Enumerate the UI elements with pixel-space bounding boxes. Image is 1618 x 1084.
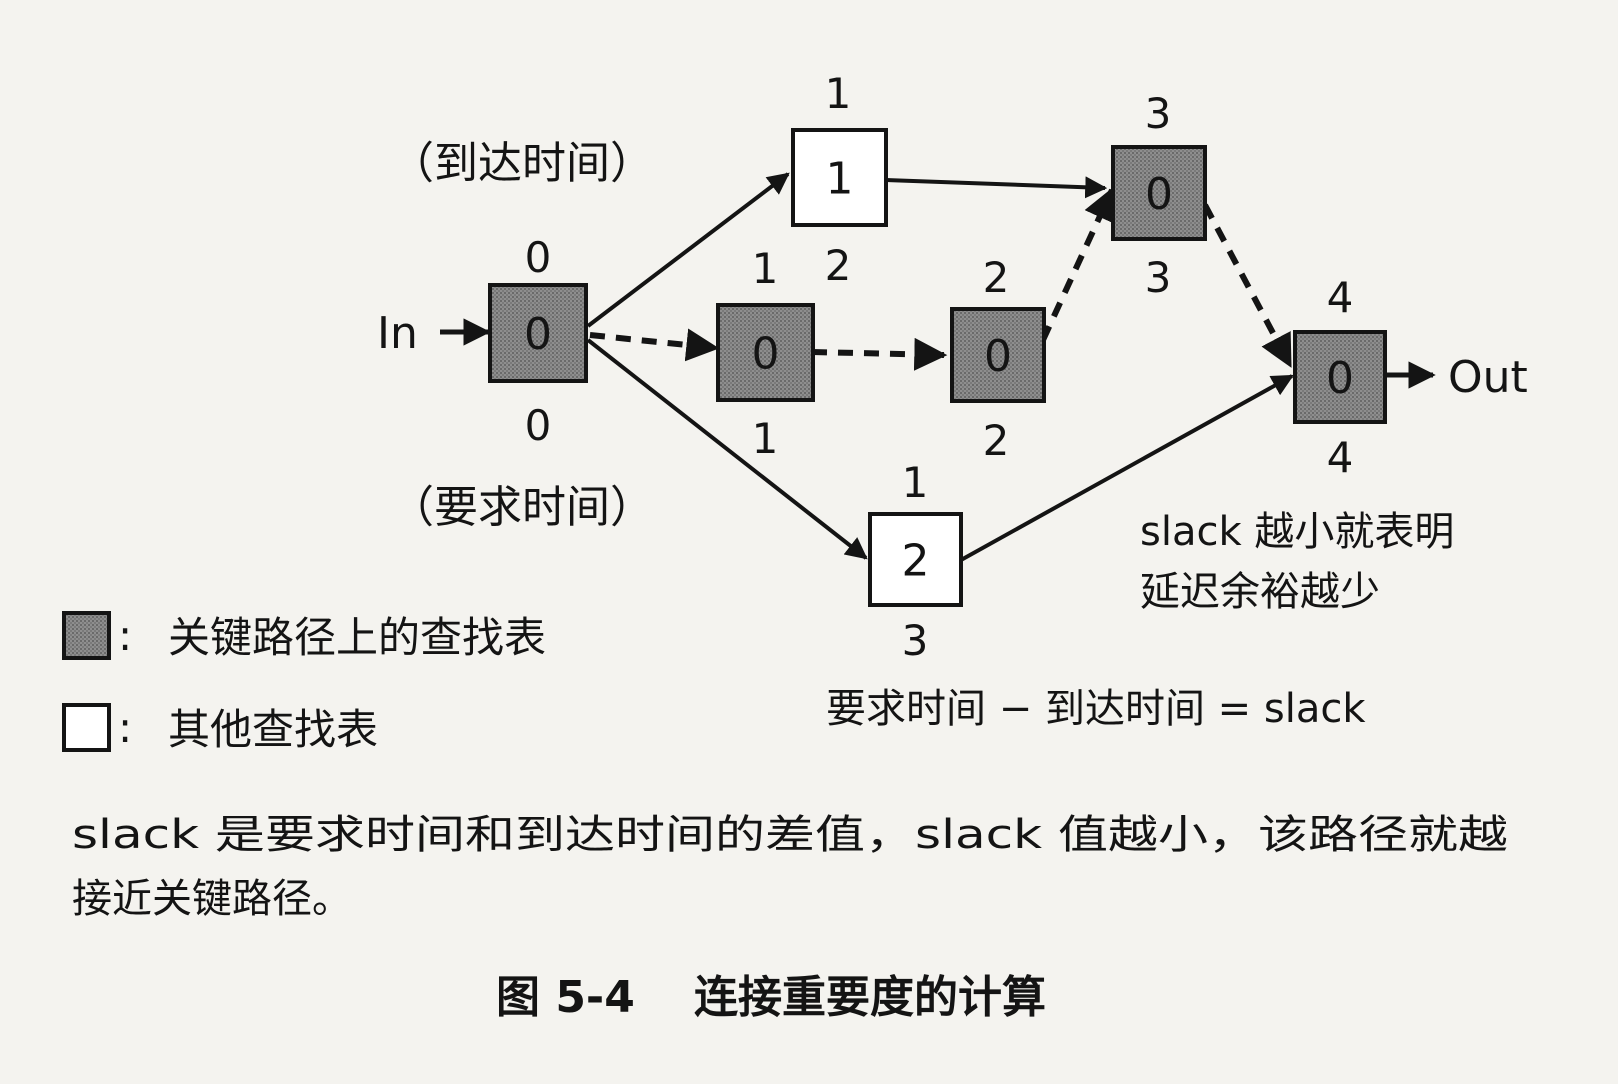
node-required-time: 1	[752, 414, 779, 463]
caption-number: 图 5-4	[496, 972, 635, 1023]
node-required-time: 3	[902, 616, 929, 665]
lut-node	[791, 128, 888, 227]
slack-note-line2: 延迟余裕越少	[1140, 569, 1380, 615]
edge-n0-n2	[589, 328, 720, 362]
arrival-time-label: （到达时间）	[390, 138, 654, 189]
node-required-time: 2	[825, 241, 852, 290]
node-arrival-time: 1	[752, 244, 779, 293]
slack-formula: 要求时间 − 到达时间 = slack	[826, 686, 1366, 732]
critical-lut-node	[1293, 330, 1387, 424]
node-slack-value: 1	[826, 154, 854, 205]
edge-n0-n1	[586, 172, 790, 328]
critical-lut-node	[1111, 145, 1207, 241]
node-arrival-time: 1	[902, 458, 929, 507]
node-slack-value: 0	[752, 329, 780, 380]
legend-other-swatch	[62, 703, 111, 752]
node-slack-value: 0	[524, 309, 552, 360]
required-time-label: （要求时间）	[390, 482, 654, 533]
node-required-time: 0	[525, 401, 552, 450]
legend-critical-sep: :	[118, 611, 132, 660]
critical-lut-node	[950, 307, 1046, 403]
edge-n1-n5	[884, 176, 1108, 199]
node-required-time: 4	[1327, 433, 1354, 482]
edge-n3-n5	[1040, 187, 1115, 342]
legend: : 关键路径上的查找表 : 其他查找表	[62, 611, 546, 754]
edge-n4-n6	[960, 374, 1294, 562]
critical-lut-node	[716, 303, 815, 402]
legend-other-text: 其他查找表	[168, 705, 378, 754]
caption-title: 连接重要度的计算	[694, 972, 1046, 1023]
node-slack-value: 0	[1145, 169, 1173, 220]
node-arrival-time: 0	[525, 233, 552, 282]
legend-critical-text: 关键路径上的查找表	[168, 613, 546, 662]
node-arrival-time: 2	[983, 253, 1010, 302]
out-label: Out	[1448, 352, 1528, 403]
critical-lut-node	[488, 283, 588, 383]
edge-n2-n3	[811, 337, 948, 371]
node-slack-value: 0	[1326, 353, 1354, 404]
in-label: In	[377, 308, 418, 359]
node-required-time: 2	[983, 416, 1010, 465]
node-slack-value: 2	[902, 536, 930, 587]
description-line2: 接近关键路径。	[72, 876, 352, 922]
node-arrival-time: 1	[825, 69, 852, 118]
node-required-time: 3	[1145, 253, 1172, 302]
slack-note-line1: slack 越小就表明	[1140, 509, 1454, 555]
node-arrival-time: 4	[1327, 273, 1354, 322]
legend-critical-swatch	[62, 611, 111, 660]
edges	[440, 172, 1436, 562]
description-line1: slack 是要求时间和到达时间的差值，slack 值越小，该路径就越	[72, 812, 1508, 858]
node-arrival-time: 3	[1145, 89, 1172, 138]
edge-n5-n6	[1202, 203, 1293, 368]
lut-node	[868, 512, 963, 607]
node-slack-value: 0	[984, 331, 1012, 382]
legend-other-sep: :	[118, 703, 132, 752]
edge-n0-n4	[586, 338, 868, 560]
